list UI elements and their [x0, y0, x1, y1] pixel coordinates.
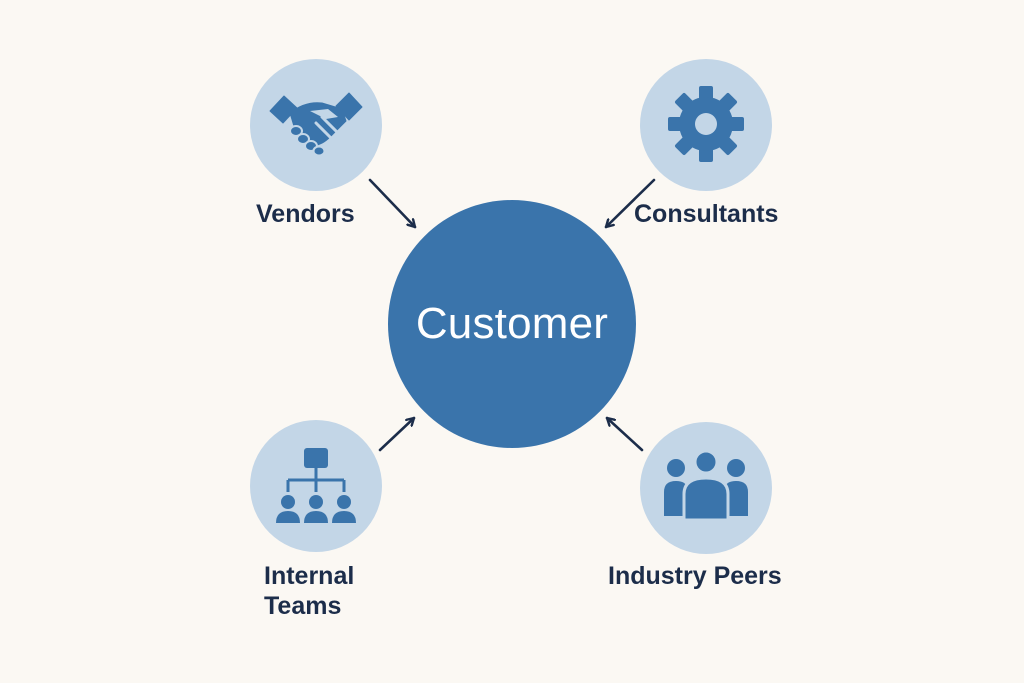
- consultants-icon-circle: [640, 59, 772, 191]
- industry-peers-icon-circle: [640, 422, 772, 554]
- customer-node: Customer: [388, 200, 636, 448]
- handshake-icon: [269, 92, 363, 157]
- arrow-internal-teams-to-customer: [378, 416, 416, 452]
- internal-teams-label: Internal Teams: [264, 561, 354, 621]
- org-chart-icon: [276, 448, 356, 523]
- people-group-icon: [664, 449, 748, 522]
- internal-teams-icon-circle: [250, 420, 382, 552]
- internal-teams-label-line-1: Internal: [264, 562, 355, 590]
- vendors-label: Vendors: [256, 200, 355, 228]
- customer-label: Customer: [415, 299, 609, 348]
- gear-icon: [668, 86, 744, 162]
- consultants-label: Consultants: [634, 200, 779, 228]
- internal-teams-label-line-2: Teams: [264, 592, 342, 620]
- industry-peers-label: Industry Peers: [608, 562, 782, 590]
- vendors-icon-circle: [250, 59, 382, 191]
- arrow-industry-peers-to-customer: [605, 416, 644, 452]
